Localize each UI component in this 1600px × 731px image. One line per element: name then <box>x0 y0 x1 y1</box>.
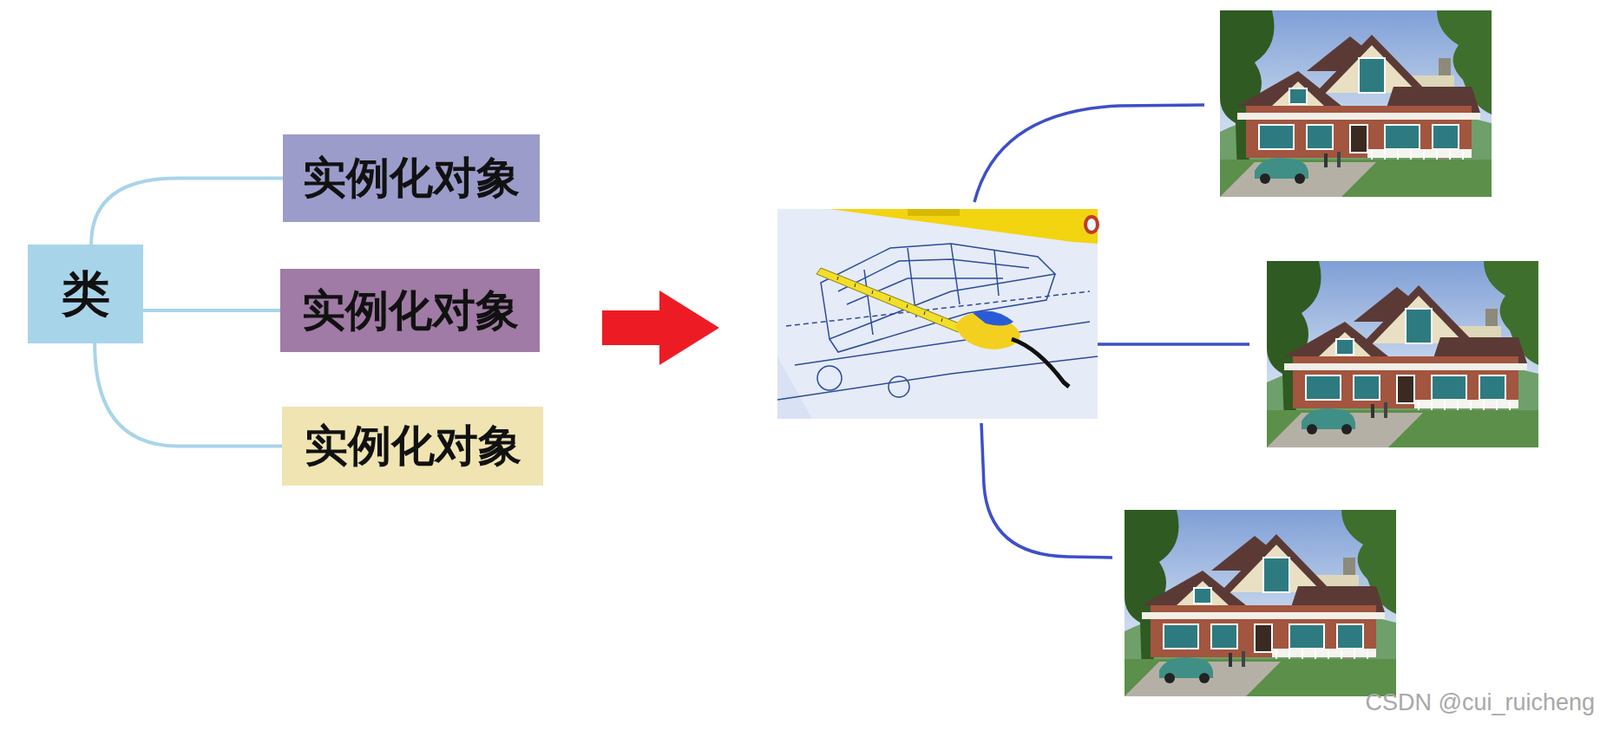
watermark: CSDN @cui_ruicheng <box>1364 689 1595 717</box>
object-box: 实例化对象 <box>281 406 544 486</box>
object-box: 实例化对象 <box>280 268 540 353</box>
house-picture <box>1266 261 1539 448</box>
connector <box>91 178 283 246</box>
connector <box>94 343 282 447</box>
node-label: 类 <box>61 267 111 322</box>
class-box: 类 <box>27 244 144 344</box>
node-label: 实例化对象 <box>304 422 522 471</box>
node-label: 实例化对象 <box>302 154 520 203</box>
house-picture <box>1124 510 1397 697</box>
object-box: 实例化对象 <box>282 134 540 223</box>
node-label: 实例化对象 <box>301 287 519 335</box>
house-picture <box>1219 10 1492 197</box>
branch-line <box>974 104 1250 558</box>
arrow-shape <box>602 290 720 366</box>
connector <box>143 308 281 313</box>
blueprint-picture <box>777 209 1100 420</box>
